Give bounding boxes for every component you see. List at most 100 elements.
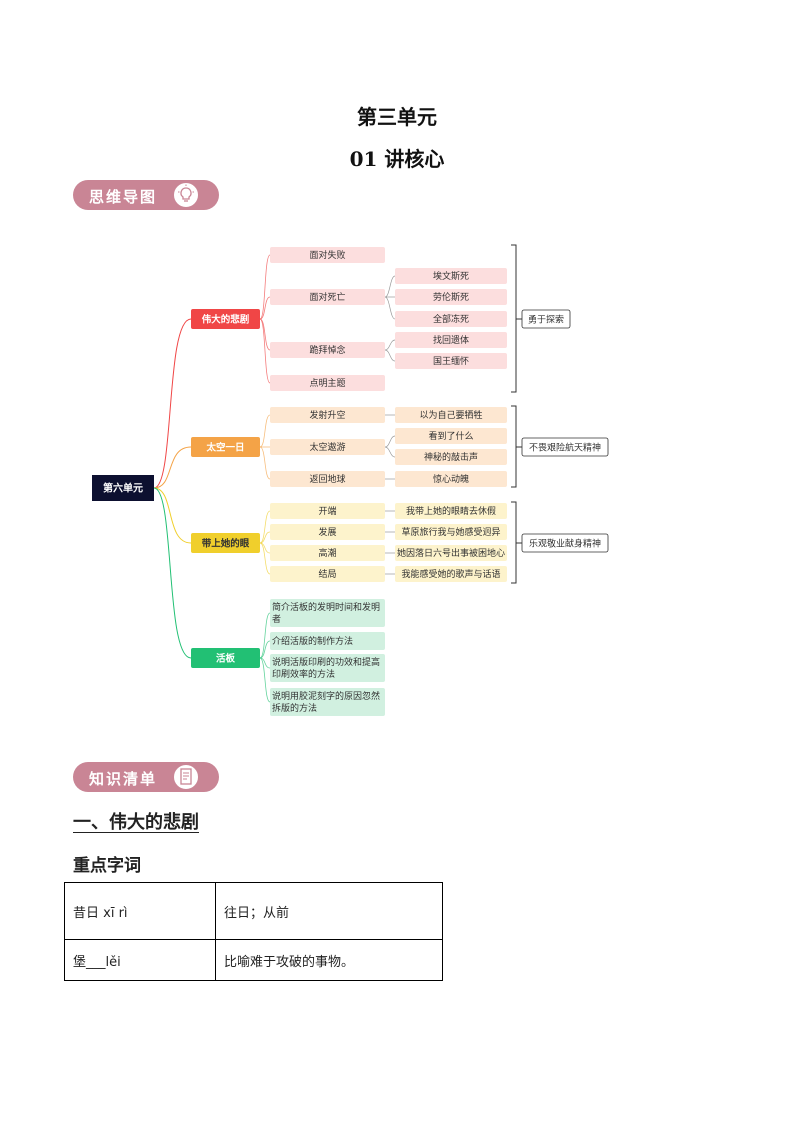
leaf-label: 埃文斯死: [433, 270, 469, 282]
lesson-title: 01 讲核心: [349, 147, 445, 171]
mindmap-node: 太空遨游: [270, 439, 385, 455]
child-connector: [259, 510, 271, 544]
document-icon: [173, 764, 199, 790]
mindmap-node: 结局: [270, 566, 385, 582]
child-connector: [259, 446, 271, 480]
mindmap-node: 跪拜悼念: [270, 342, 385, 358]
mindmap-node: 发展: [270, 524, 385, 540]
unit-title: 第三单元: [357, 105, 437, 129]
node-label: 简介活板的发明时间和发明: [272, 601, 380, 613]
mindmap-leaf: 国王缅怀: [395, 353, 507, 369]
mindmap-summary: 不畏艰险航天精神: [521, 437, 609, 457]
heading-section-1: 一、伟大的悲剧: [73, 812, 199, 833]
summary-label: 不畏艰险航天精神: [529, 442, 601, 454]
child-connector: [259, 296, 271, 320]
mindmap-node: 介绍活版的制作方法: [270, 632, 385, 650]
node-label: 开端: [318, 505, 336, 517]
node-label: 发展: [318, 526, 336, 538]
mindmap-node: 高潮: [270, 545, 385, 561]
mindmap-leaf: 以为自己要牺牲: [395, 407, 507, 423]
mindmap-node: 面对死亡: [270, 289, 385, 305]
mindmap-leaf: 看到了什么: [395, 428, 507, 444]
node-label: 介绍活版的制作方法: [272, 635, 353, 647]
section-tag-label: 思维导图: [89, 188, 158, 206]
leaf-label: 国王缅怀: [433, 355, 469, 367]
child-connector: [259, 640, 271, 659]
sub-connector: [384, 446, 396, 458]
node-label: 者: [272, 614, 281, 625]
mindmap-leaf: 埃文斯死: [395, 268, 507, 284]
mindmap-root-label: 第六单元: [103, 482, 143, 495]
section-tag-mindmap: 思维导图: [73, 180, 219, 210]
summary-label: 勇于探索: [528, 314, 564, 326]
leaf-label: 全部冻死: [433, 313, 469, 325]
branch-label: 活板: [216, 653, 236, 665]
leaf-label: 我带上她的眼睛去休假: [406, 505, 496, 517]
mindmap-node: 面对失败: [270, 247, 385, 263]
child-connector: [259, 542, 271, 575]
sub-connector: [384, 296, 396, 320]
branch-connector: [153, 446, 192, 489]
lightbulb-icon: [173, 182, 199, 208]
child-connector: [259, 254, 271, 320]
vocab-meaning: 往日；从前: [215, 882, 443, 940]
mindmap-node: 点明主题: [270, 375, 385, 391]
child-connector: [259, 657, 271, 703]
mindmap-leaf: 找回遗体: [395, 332, 507, 348]
table-row: 昔日 xī rì 往日；从前: [64, 882, 443, 940]
mindmap-branch: 带上她的眼: [191, 533, 260, 553]
branch-label: 伟大的悲剧: [202, 314, 250, 326]
sub-connector: [384, 435, 396, 448]
sub-connector: [384, 275, 396, 298]
mindmap-root: 第六单元: [92, 475, 154, 501]
mindmap-leaf: 惊心动魄: [395, 471, 507, 487]
vocab-meaning: 比喻难于攻破的事物。: [215, 939, 443, 981]
node-label: 面对失败: [309, 249, 345, 261]
child-connector: [259, 531, 271, 544]
leaf-label: 草原旅行我与她感受迥异: [401, 526, 500, 538]
branch-label: 太空一日: [206, 442, 244, 454]
vocab-table: 昔日 xī rì 往日；从前 堡___lěi 比喻难于攻破的事物。: [64, 882, 443, 981]
mindmap-node: 发射升空: [270, 407, 385, 423]
vocab-word: 昔日 xī rì: [64, 882, 216, 940]
mindmap-leaf: 我能感受她的歌声与话语: [395, 566, 507, 582]
node-label: 拆版的方法: [272, 702, 317, 714]
leaf-label: 找回遗体: [433, 334, 469, 346]
leaf-label: 惊心动魄: [433, 473, 469, 485]
leaf-label: 以为自己要牺牲: [419, 409, 482, 421]
group-bracket: [511, 244, 517, 393]
mindmap-leaf: 神秘的敲击声: [395, 449, 507, 465]
child-connector: [259, 612, 271, 659]
vocab-word: 堡___lěi: [64, 939, 216, 981]
node-label: 说明用胶泥刻字的原因忽然: [272, 690, 380, 702]
branch-connector: [153, 318, 192, 489]
node-label: 结局: [318, 568, 336, 580]
node-label: 面对死亡: [309, 291, 345, 303]
child-connector: [259, 414, 271, 448]
node-label: 返回地球: [309, 473, 345, 485]
section-tag-knowledge: 知识清单: [73, 762, 219, 792]
node-label: 点明主题: [309, 377, 345, 389]
branch-label: 带上她的眼: [202, 538, 250, 550]
mindmap-node: 开端: [270, 503, 385, 519]
node-label: 跪拜悼念: [309, 344, 345, 356]
mindmap-leaf: 劳伦斯死: [395, 289, 507, 305]
sub-connector: [384, 339, 396, 351]
table-row: 堡___lěi 比喻难于攻破的事物。: [64, 939, 443, 981]
section-tag-label: 知识清单: [89, 770, 158, 788]
mindmap-leaf: 她因落日六号出事被困地心: [395, 545, 507, 561]
leaf-label: 看到了什么: [428, 430, 473, 442]
group-bracket: [511, 405, 517, 488]
branch-connector: [153, 487, 192, 544]
node-label: 印刷效率的方法: [272, 668, 335, 680]
heading-key-words: 重点字词: [73, 856, 141, 876]
mindmap-summary: 乐观敬业献身精神: [521, 533, 609, 553]
node-label: 高潮: [318, 547, 336, 559]
mindmap-leaf: 我带上她的眼睛去休假: [395, 503, 507, 519]
summary-label: 乐观敬业献身精神: [529, 538, 601, 550]
mindmap-summary: 勇于探索: [521, 309, 571, 329]
